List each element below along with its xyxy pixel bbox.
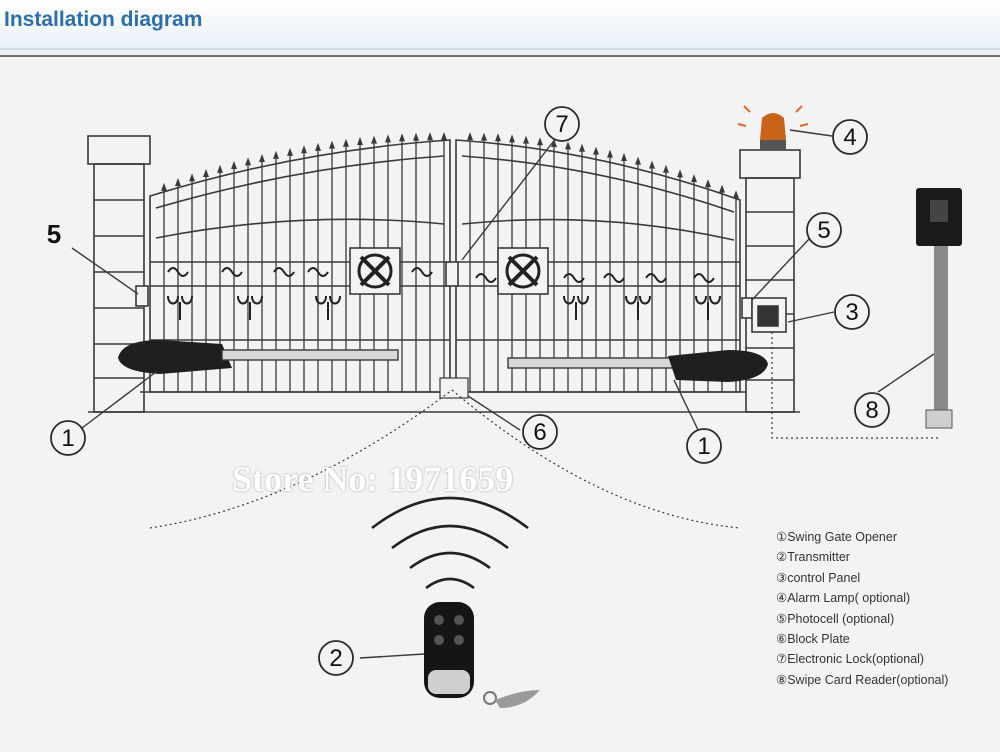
gate-opener-right (507, 350, 768, 382)
legend-label: Transmitter (787, 550, 850, 565)
photocell-icon (741, 297, 753, 319)
photocell-icon (135, 285, 149, 307)
legend-label: Block Plate (787, 631, 850, 646)
control-panel-icon (751, 297, 787, 333)
lock-icon (445, 261, 459, 287)
diagram-panel (0, 55, 1000, 752)
legend-number: ④ (776, 591, 788, 606)
legend-number: ⑤ (776, 611, 788, 626)
legend-label: Alarm Lamp( optional) (787, 591, 911, 606)
block-plate-icon (439, 377, 469, 399)
legend-item: ⑤Photocell (optional) (776, 609, 991, 629)
remote-control-icon (424, 602, 540, 708)
svg-text:5: 5 (817, 217, 830, 244)
svg-text:5: 5 (47, 219, 61, 249)
legend-label: Swipe Card Reader(optional) (787, 672, 949, 687)
alarm-lamp-icon (737, 105, 809, 150)
legend-list: ①Swing Gate Opener ②Transmitter ③control… (776, 527, 991, 690)
callout-1-right: 1 (686, 428, 722, 464)
callout-4: 4 (832, 119, 868, 155)
callout-8: 8 (854, 392, 890, 428)
legend-item: ⑥Block Plate (776, 629, 991, 649)
svg-text:4: 4 (843, 124, 856, 151)
svg-text:1: 1 (697, 433, 710, 460)
legend-item: ①Swing Gate Opener (776, 527, 991, 547)
legend-item: ②Transmitter (776, 547, 991, 567)
store-watermark: Store No: 1971659 (232, 459, 514, 499)
swing-arc-left (149, 389, 453, 529)
legend-label: Swing Gate Opener (787, 530, 898, 544)
gate-opener-left (118, 340, 399, 374)
legend-item: ⑧Swipe Card Reader(optional) (776, 670, 991, 690)
svg-text:8: 8 (865, 397, 878, 424)
legend-number: ① (776, 530, 788, 544)
callout-1-left: 1 (50, 420, 86, 456)
callout-5-right: 5 (806, 212, 842, 248)
wiring-line (771, 332, 938, 439)
svg-text:6: 6 (533, 419, 546, 446)
legend-label: Photocell (optional) (787, 611, 895, 626)
callout-2: 2 (318, 640, 354, 676)
callout-7: 7 (544, 106, 580, 142)
legend-number: ⑦ (776, 652, 788, 667)
callout-3: 3 (834, 294, 870, 330)
ornament-right (497, 247, 549, 295)
svg-text:3: 3 (845, 299, 858, 326)
svg-text:1: 1 (61, 425, 74, 452)
ornament-left (349, 247, 401, 295)
callouts: 1 1 2 3 4 5 5 6 7 (47, 106, 890, 676)
legend-number: ③ (776, 570, 788, 585)
legend-number: ② (776, 550, 788, 565)
svg-text:7: 7 (555, 111, 568, 138)
callout-6: 6 (522, 414, 558, 450)
swing-arc-right (451, 389, 741, 529)
legend-number: ⑥ (776, 631, 788, 646)
svg-text:2: 2 (329, 645, 342, 672)
legend-item: ④Alarm Lamp( optional) (776, 588, 991, 608)
card-reader-icon (916, 188, 962, 429)
legend-item: ⑦Electronic Lock(optional) (776, 649, 991, 669)
radio-waves (371, 496, 529, 590)
scroll-decorations (167, 267, 721, 320)
callout-5-left: 5 (47, 219, 61, 249)
gate-spear-tips (161, 132, 739, 199)
leader-lines (71, 129, 935, 659)
header-band: Installation diagram (0, 0, 1000, 50)
page-title: Installation diagram (4, 8, 203, 31)
legend-label: control Panel (787, 570, 861, 585)
legend-number: ⑧ (776, 672, 788, 687)
legend-label: Electronic Lock(optional) (787, 652, 925, 667)
legend-item: ③control Panel (776, 568, 991, 588)
